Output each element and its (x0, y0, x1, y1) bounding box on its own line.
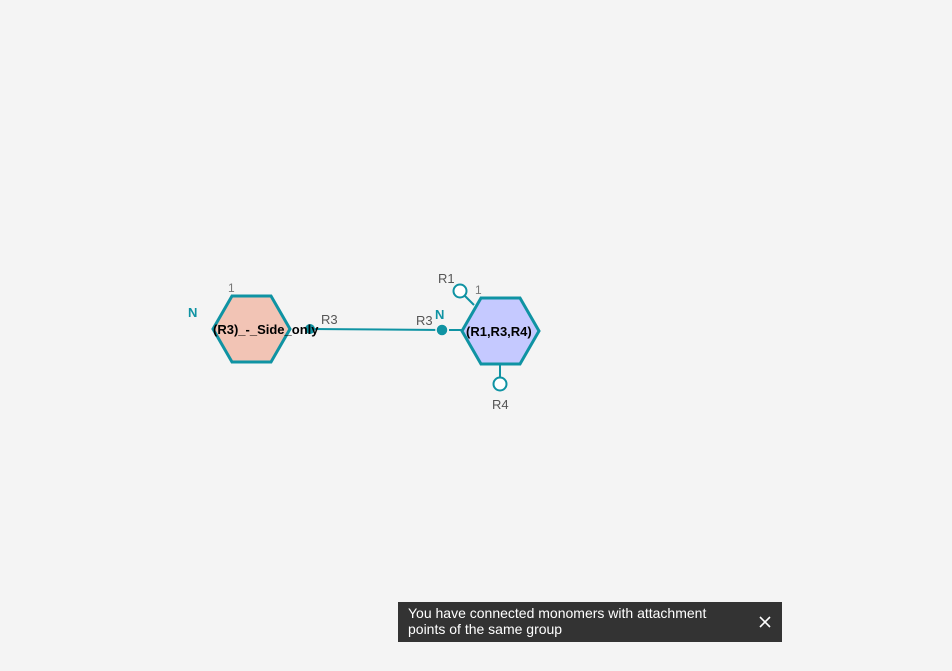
bond-line[interactable] (309, 328, 443, 331)
monomer-2-attachment-point-r3[interactable] (435, 323, 449, 337)
monomer-2-r1-stub (464, 295, 475, 306)
monomer-1[interactable]: 1 N R3 (R3)_-_Side_only (188, 281, 338, 364)
monomer-2[interactable]: R1 R3 N R4 1 (R1,R3,R4) (416, 271, 541, 412)
monomer-1-ap-label-r3: R3 (321, 312, 338, 327)
monomer-2-terminal-label: N (435, 307, 444, 322)
monomer-1-terminal-label: N (188, 305, 197, 320)
monomer-2-index: 1 (475, 283, 482, 297)
monomer-2-attachment-point-r4[interactable] (492, 376, 508, 392)
notification-message: You have connected monomers with attachm… (408, 605, 707, 637)
monomer-2-label: (R1,R3,R4) (466, 324, 532, 339)
monomer-2-hexagon[interactable] (460, 296, 541, 366)
monomer-1-label: (R3)_-_Side_only (213, 322, 319, 337)
notification-toast: You have connected monomers with attachm… (398, 602, 782, 642)
close-icon[interactable] (756, 613, 774, 631)
monomer-2-ap-label-r1: R1 (438, 271, 455, 286)
monomer-2-attachment-point-r1[interactable] (452, 283, 468, 299)
monomer-1-index: 1 (228, 281, 235, 295)
monomer-1-attachment-point-r3[interactable] (305, 324, 315, 334)
monomer-1-hexagon[interactable] (211, 294, 292, 364)
monomer-2-ap-label-r4: R4 (492, 397, 509, 412)
monomer-2-ap-label-r3: R3 (416, 313, 433, 328)
